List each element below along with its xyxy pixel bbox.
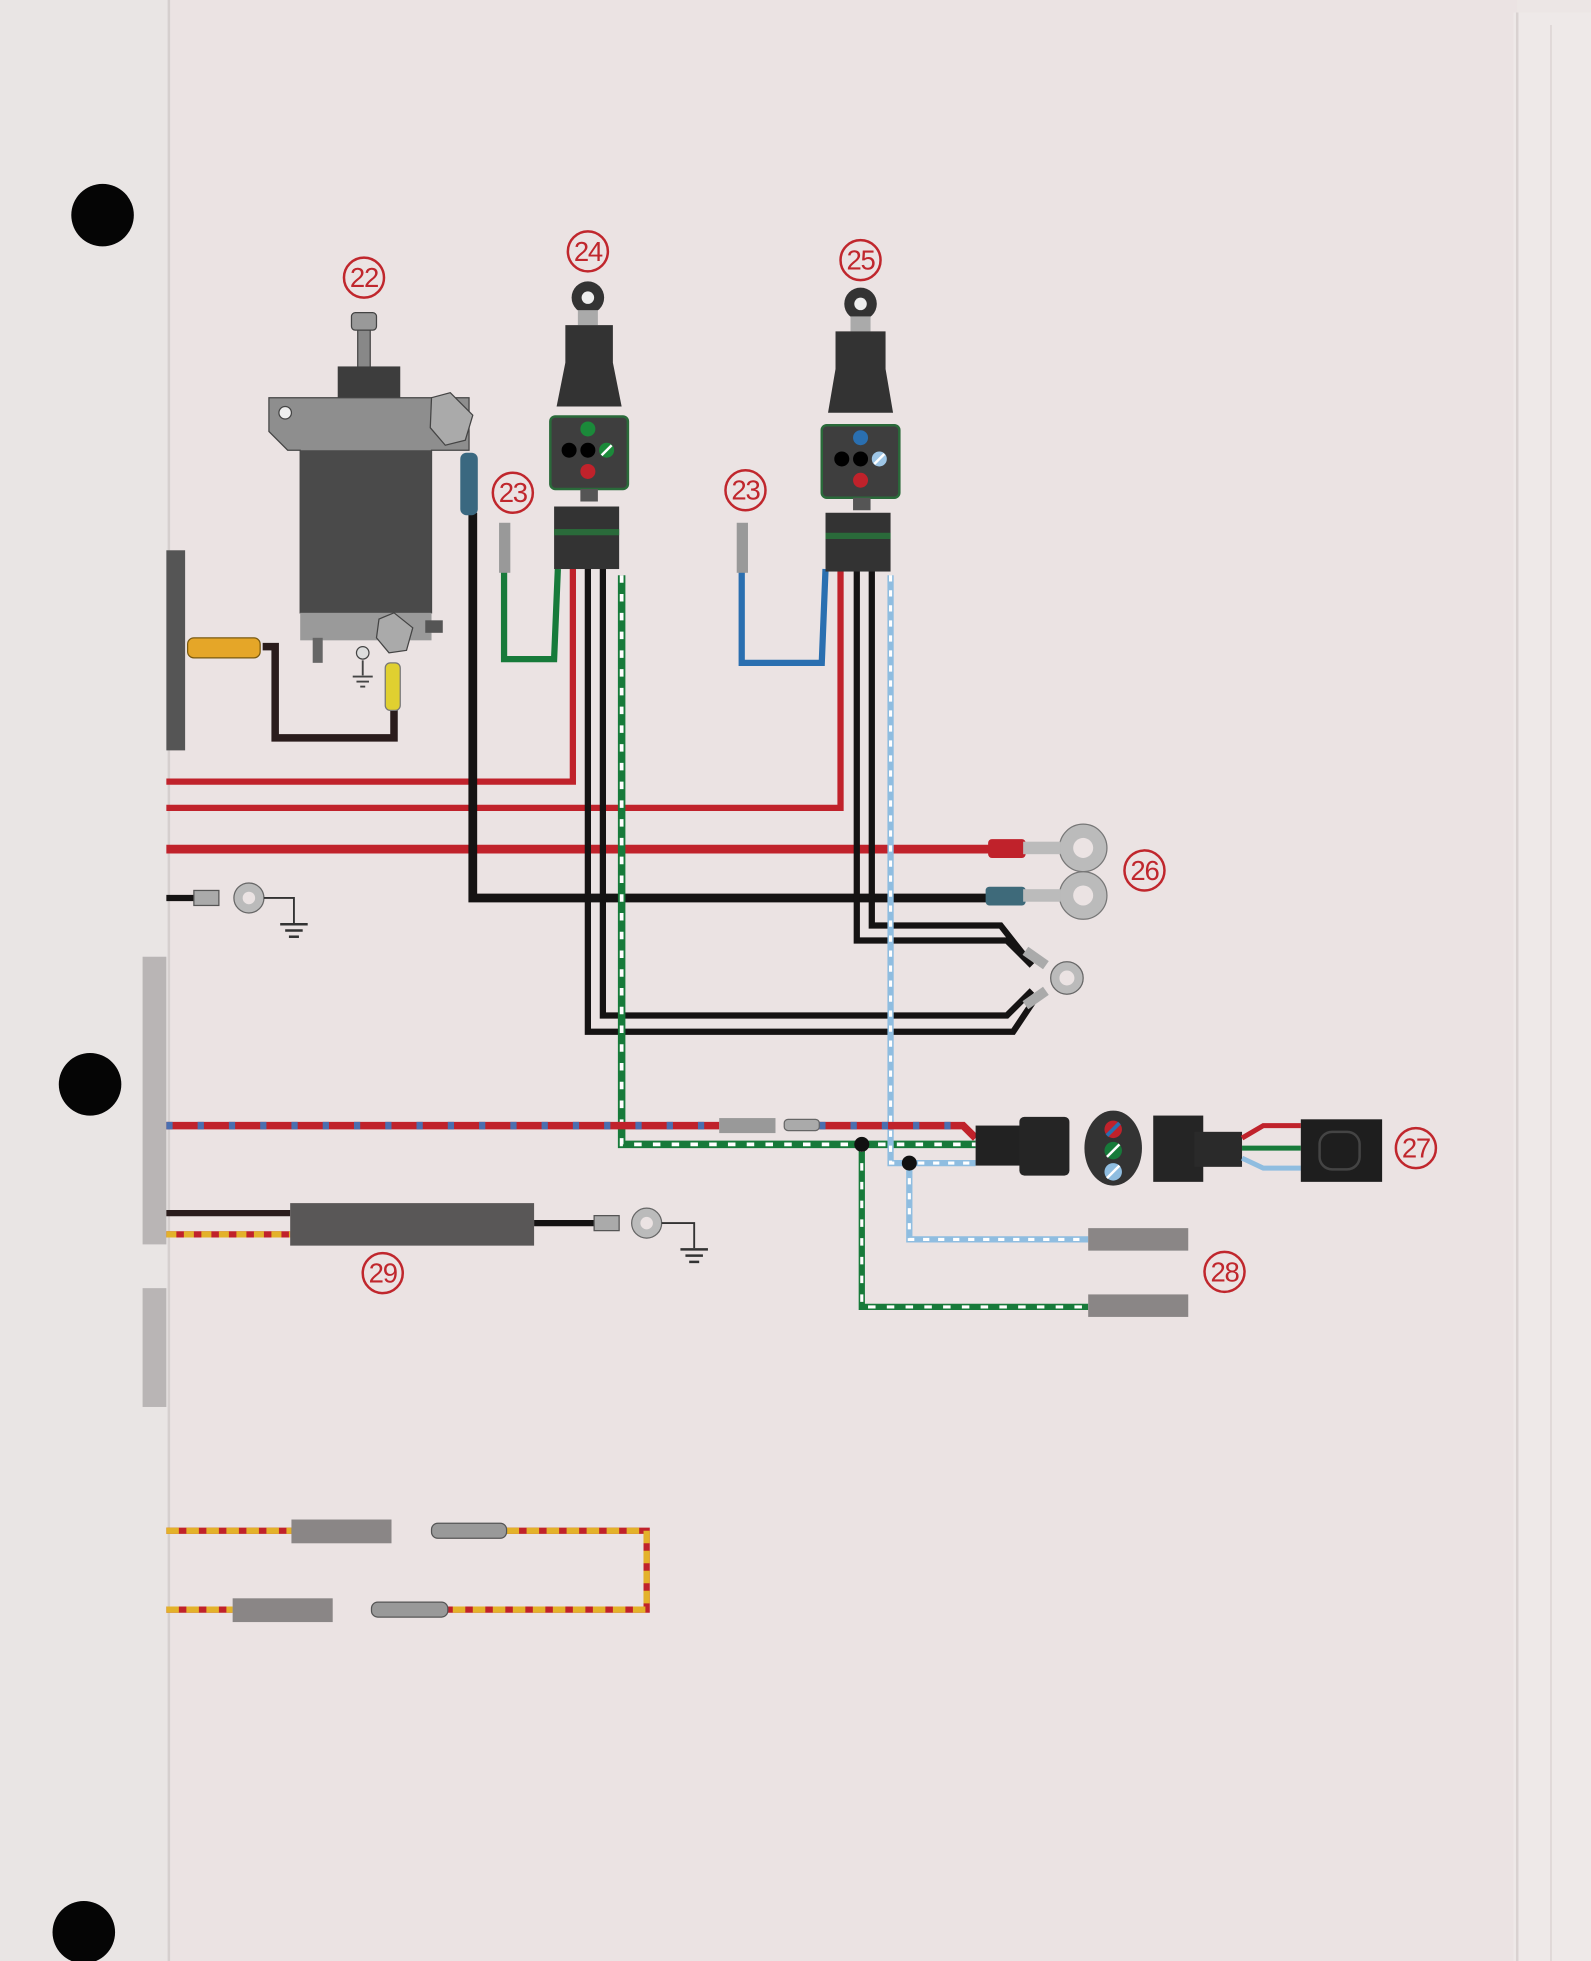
- bracket-partial: [142, 1288, 167, 1407]
- blue-wire: [738, 568, 829, 666]
- green-white-wire: [858, 1144, 1089, 1311]
- callout-23-green: 23: [491, 471, 535, 515]
- callout-22: 22: [342, 256, 386, 299]
- callout-25: 25: [839, 238, 882, 282]
- bullet-connector: [232, 1598, 333, 1623]
- relay-24: [549, 281, 630, 570]
- callout-28: 28: [1203, 1250, 1246, 1294]
- filter-module: [290, 1203, 535, 1246]
- black-wire: [868, 569, 1031, 963]
- svg-text:24: 24: [574, 236, 603, 267]
- junction-dot: [854, 1136, 870, 1152]
- ground-terminal: [193, 882, 308, 938]
- bracket-partial: [142, 956, 167, 1245]
- connector-plug-assembly: [975, 1110, 1383, 1186]
- black-wire: [468, 512, 995, 903]
- bullet-connector: [783, 1118, 820, 1132]
- starter-motor: [186, 312, 478, 711]
- battery-terminal-negative: [985, 871, 1108, 920]
- svg-text:25: 25: [846, 245, 875, 276]
- red-wire: [166, 569, 576, 785]
- bullet-connector: [430, 1522, 508, 1539]
- callout-23-blue: 23: [724, 468, 767, 512]
- bullet-connector: [291, 1519, 392, 1544]
- bullet-connector: [719, 1118, 776, 1134]
- ground-terminal: [593, 1207, 708, 1264]
- relay-25: [820, 287, 901, 572]
- red-blue-wire: [819, 1121, 979, 1141]
- svg-text:28: 28: [1210, 1256, 1239, 1287]
- svg-text:22: 22: [350, 262, 378, 293]
- callout-27: 27: [1394, 1126, 1438, 1170]
- green-wire: [500, 568, 561, 663]
- junction-dot: [901, 1155, 917, 1171]
- svg-text:23: 23: [731, 475, 760, 506]
- svg-text:29: 29: [369, 1258, 397, 1289]
- callout-29: 29: [361, 1251, 405, 1295]
- black-wire: [599, 569, 1035, 1019]
- svg-text:26: 26: [1130, 855, 1159, 886]
- ground-ring-terminal: [1022, 946, 1084, 1010]
- black-wire: [262, 642, 398, 742]
- wire-end-terminal: [736, 522, 748, 573]
- bullet-terminal: [1088, 1228, 1189, 1251]
- ignition-part-partial: [166, 550, 186, 751]
- callout-24: 24: [566, 230, 610, 273]
- page-sheet: [168, 0, 1518, 1961]
- binder-hole: [71, 183, 134, 247]
- binder-hole: [58, 1053, 122, 1116]
- callout-26: 26: [1123, 849, 1166, 892]
- bullet-connector: [370, 1601, 449, 1618]
- red-wire: [166, 569, 844, 812]
- battery-terminal-positive: [988, 823, 1108, 873]
- black-wire: [584, 569, 1041, 1035]
- svg-text:27: 27: [1402, 1133, 1430, 1164]
- bullet-terminal: [1088, 1294, 1189, 1317]
- page-edge-right: [1513, 12, 1591, 1961]
- wire-end-terminal: [499, 522, 511, 573]
- svg-text:23: 23: [499, 477, 528, 508]
- binder-hole: [52, 1900, 116, 1961]
